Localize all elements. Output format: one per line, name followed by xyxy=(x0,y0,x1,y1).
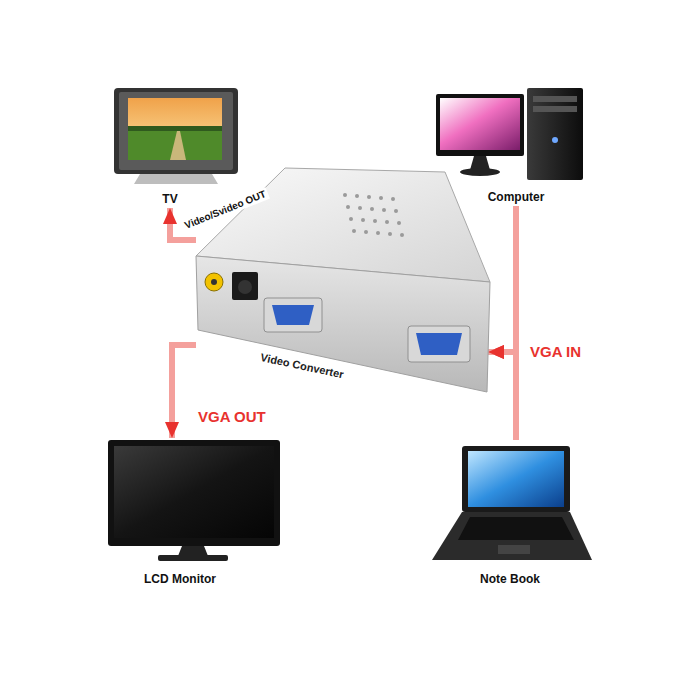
edge-label: VGA OUT xyxy=(196,408,268,425)
vent-hole xyxy=(385,220,389,224)
monitor-bezel xyxy=(436,94,524,156)
svideo-socket xyxy=(238,280,252,294)
drive-bay xyxy=(533,96,577,102)
notebook-touchpad xyxy=(498,545,530,554)
device-node: TV xyxy=(104,84,236,208)
monitor-screen xyxy=(440,98,520,150)
cable-connector xyxy=(488,206,516,352)
notebook-illustration xyxy=(432,446,592,560)
vent-hole xyxy=(346,205,350,209)
tv-base xyxy=(134,174,218,184)
tv-illustration xyxy=(114,88,238,184)
pc-tower xyxy=(527,88,583,180)
device-label: Note Book xyxy=(480,572,540,586)
device-label: TV xyxy=(162,192,177,206)
cable-connector xyxy=(172,345,196,438)
vent-hole xyxy=(355,194,359,198)
vent-hole xyxy=(352,229,356,233)
drive-bay xyxy=(533,106,577,112)
vent-hole xyxy=(370,207,374,211)
notebook-lid xyxy=(462,446,570,512)
device-node: Computer xyxy=(430,84,602,206)
vent-hole xyxy=(361,218,365,222)
device-label: LCD Monitor xyxy=(144,572,216,586)
notebook-keyboard xyxy=(458,517,574,540)
vent-hole xyxy=(379,196,383,200)
vga-port-out xyxy=(264,298,322,332)
vent-hole xyxy=(388,232,392,236)
tv-road xyxy=(170,131,186,160)
device-label: Computer xyxy=(488,190,545,204)
tv-screen xyxy=(128,98,222,160)
lcd-illustration xyxy=(108,440,280,561)
svideo-port xyxy=(232,272,258,300)
lcd-screen xyxy=(114,446,274,538)
vent-hole xyxy=(382,208,386,212)
lcd-bezel xyxy=(108,440,280,546)
vent-holes xyxy=(343,193,404,237)
lcd-stand xyxy=(178,546,208,556)
vga-socket xyxy=(272,305,314,325)
vent-hole xyxy=(376,231,380,235)
vga-port-in xyxy=(408,326,470,362)
rca-pin xyxy=(211,279,217,285)
tv-bezel xyxy=(119,92,233,170)
notebook-base xyxy=(432,512,592,560)
vent-hole xyxy=(358,206,362,210)
vent-hole xyxy=(391,197,395,201)
converter-front xyxy=(196,256,490,392)
vent-hole xyxy=(349,217,353,221)
tv-field xyxy=(128,131,222,160)
vent-hole xyxy=(343,193,347,197)
monitor-base xyxy=(460,168,500,176)
vent-hole xyxy=(400,233,404,237)
cable-connector xyxy=(488,352,516,440)
notebook-screen xyxy=(468,451,564,507)
vent-hole xyxy=(373,219,377,223)
vent-hole xyxy=(364,230,368,234)
edge-label: VGA IN xyxy=(528,343,583,360)
vent-hole xyxy=(397,221,401,225)
power-light xyxy=(552,137,558,143)
vent-hole xyxy=(367,195,371,199)
vent-hole xyxy=(394,209,398,213)
vga-socket xyxy=(416,333,462,355)
lcd-base xyxy=(158,555,228,561)
device-node: LCD Monitor xyxy=(92,438,268,588)
rca-jack xyxy=(205,273,223,291)
monitor-stand xyxy=(470,156,490,170)
tv-frame xyxy=(114,88,238,174)
device-node: Note Book xyxy=(425,440,595,588)
device-label: Video Converter xyxy=(259,350,345,381)
computer-illustration xyxy=(436,88,583,180)
